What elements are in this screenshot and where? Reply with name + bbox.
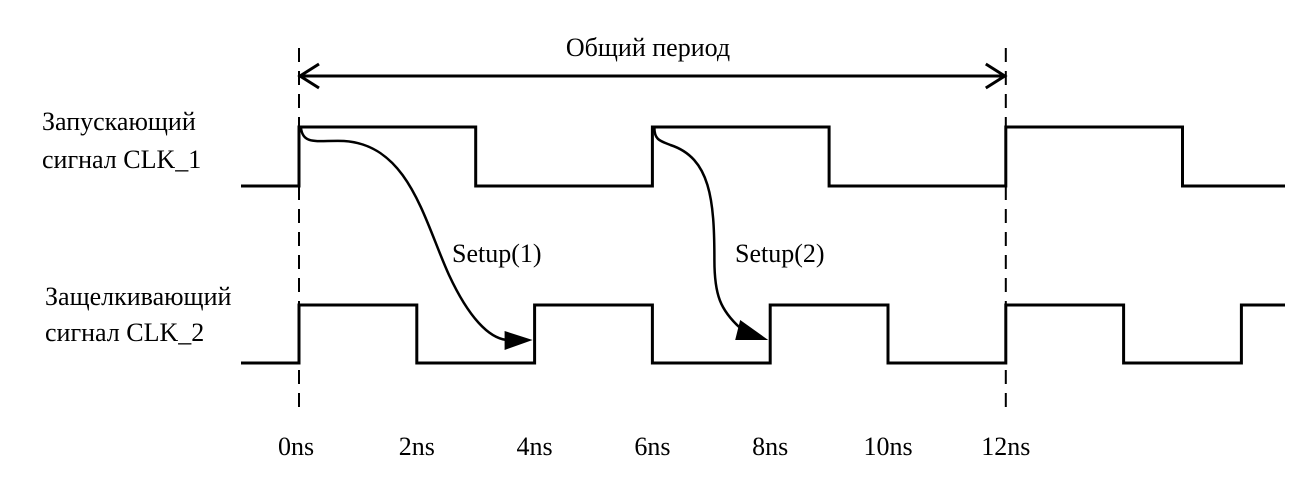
time-axis-ticks: 0ns 2ns 4ns 6ns 8ns 10ns 12ns bbox=[278, 432, 1030, 461]
setup1-label: Setup(1) bbox=[452, 239, 542, 268]
clk2-label-line2: сигнал CLK_2 bbox=[45, 318, 204, 347]
tick-label-8ns: 8ns bbox=[752, 432, 788, 461]
clk1-label-line1: Запускающий bbox=[42, 107, 196, 136]
setup2-label: Setup(2) bbox=[735, 239, 825, 268]
clk1-waveform bbox=[241, 125, 1285, 188]
setup1-arrowhead bbox=[504, 331, 533, 350]
clk2-waveform bbox=[241, 303, 1285, 365]
tick-label-6ns: 6ns bbox=[634, 432, 670, 461]
period-arrow-right-head bbox=[984, 62, 1008, 90]
setup1-curve bbox=[299, 127, 507, 342]
clk1-label-line2: сигнал CLK_1 bbox=[42, 145, 201, 174]
setup2-curve bbox=[653, 127, 742, 329]
tick-label-4ns: 4ns bbox=[517, 432, 553, 461]
tick-label-10ns: 10ns bbox=[863, 432, 912, 461]
tick-label-2ns: 2ns bbox=[399, 432, 435, 461]
common-period-label: Общий период bbox=[566, 33, 730, 62]
common-period-arrow bbox=[297, 62, 1008, 90]
tick-label-0ns: 0ns bbox=[278, 432, 314, 461]
clk2-label-line1: Защелкивающий bbox=[45, 282, 231, 311]
period-arrow-left-head bbox=[297, 62, 320, 90]
setup2-arrowhead bbox=[735, 320, 769, 340]
tick-label-12ns: 12ns bbox=[981, 432, 1030, 461]
